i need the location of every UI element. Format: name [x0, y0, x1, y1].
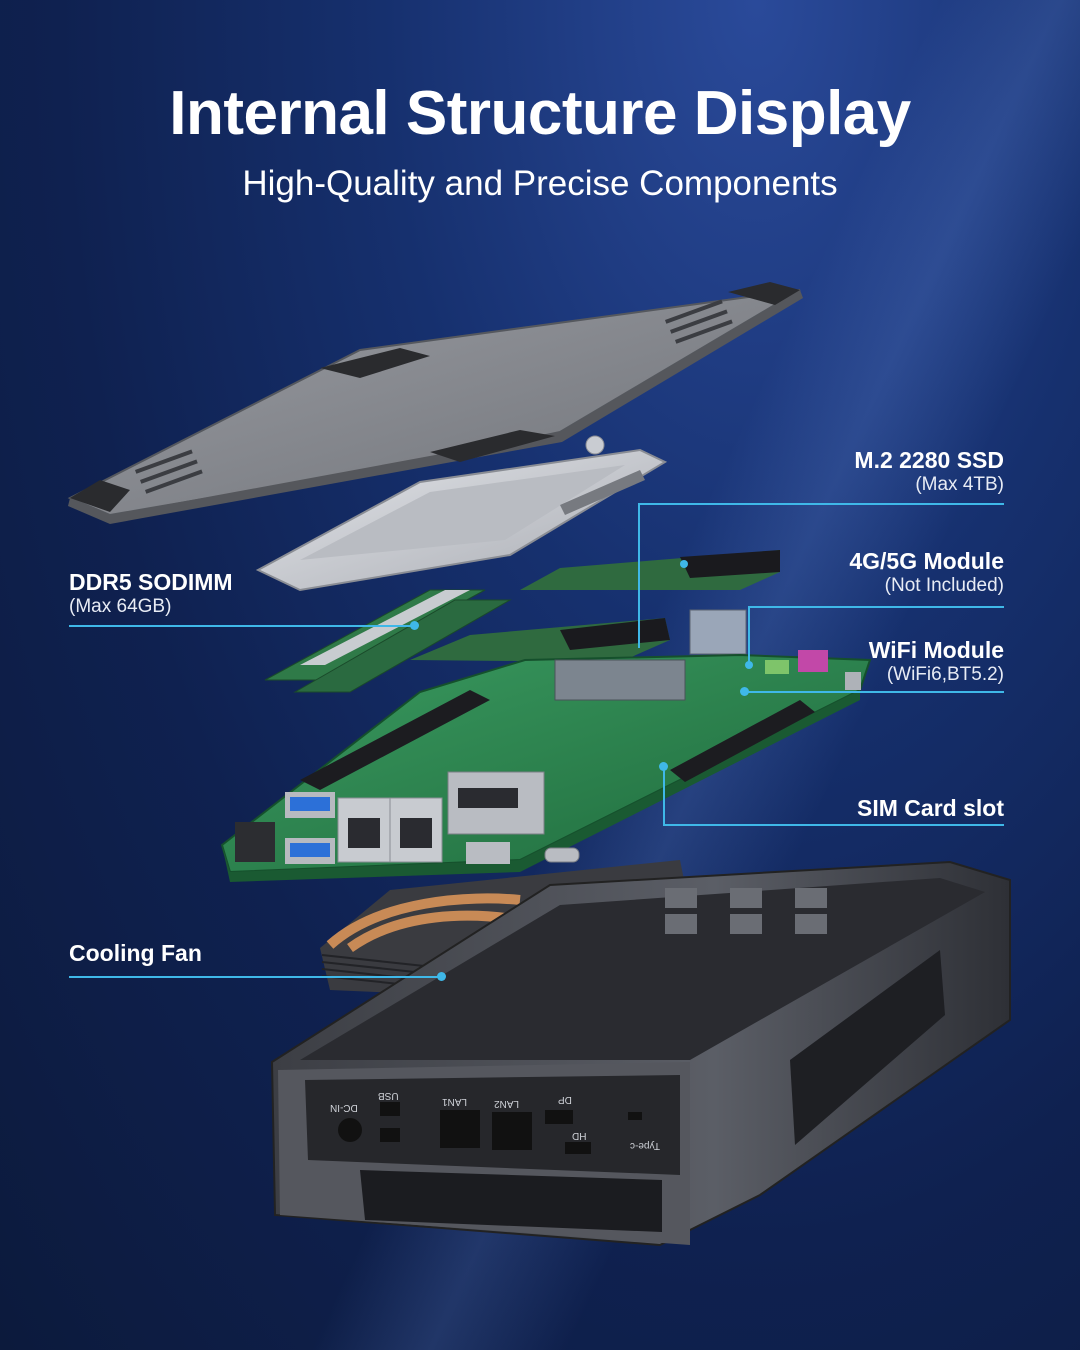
module-leader-drop [748, 606, 750, 666]
chassis [270, 860, 1011, 1247]
ddr5-label: DDR5 SODIMM [69, 569, 233, 595]
wifi-leader-dot [740, 687, 749, 696]
wifi-detail: (WiFi6,BT5.2) [886, 664, 1004, 685]
callout-ssd: M.2 2280 SSD (Max 4TB) [854, 447, 1004, 496]
module-label: 4G/5G Module [849, 548, 1004, 574]
module-leader-line [748, 606, 1004, 608]
fan-leader-dot [437, 972, 446, 981]
callout-cooling-fan: Cooling Fan [69, 940, 202, 967]
fan-leader-line [69, 976, 442, 978]
case-port-dp-label: DP [558, 1094, 572, 1105]
ssd-detail: (Max 4TB) [915, 474, 1004, 495]
page-title: Internal Structure Display [169, 79, 911, 148]
ssd-label: M.2 2280 SSD [854, 447, 1004, 473]
ssd-leader-dot [680, 560, 688, 568]
ddr5-leader-line [69, 625, 414, 627]
ssd-leader-line [638, 503, 1004, 505]
case-port-dcin-label: DC-IN [330, 1102, 358, 1113]
case-port-hd-label: HD [572, 1130, 587, 1141]
ddr5-ram-sticks [264, 589, 512, 693]
case-port-usb-label: USB [378, 1090, 399, 1101]
callout-4g5g-module: 4G/5G Module (Not Included) [849, 548, 1004, 597]
module-detail: (Not Included) [884, 575, 1004, 596]
ddr5-leader-dot [410, 621, 419, 630]
wifi-label: WiFi Module [868, 637, 1004, 663]
callout-ddr5: DDR5 SODIMM (Max 64GB) [69, 569, 233, 618]
case-port-lan2-label: LAN2 [494, 1098, 520, 1109]
module-leader-dot [745, 661, 753, 669]
ssd-leader-drop [638, 503, 640, 648]
ddr5-detail: (Max 64GB) [69, 596, 172, 617]
bottom-plate [67, 282, 803, 524]
case-port-typec-label: Type-c [630, 1140, 661, 1151]
page-subtitle: High-Quality and Precise Components [242, 164, 838, 203]
ssd-caddy [255, 435, 668, 592]
sim-label: SIM Card slot [857, 795, 1004, 821]
sim-leader-drop [663, 766, 665, 826]
sim-leader-dot [659, 762, 668, 771]
fan-label: Cooling Fan [69, 940, 202, 966]
wifi-leader-line [745, 691, 1004, 693]
sim-leader-line [663, 824, 1004, 826]
motherboard [220, 650, 872, 882]
callout-sim-slot: SIM Card slot [857, 795, 1004, 822]
case-port-lan1-label: LAN1 [442, 1096, 468, 1107]
callout-wifi-module: WiFi Module (WiFi6,BT5.2) [869, 637, 1004, 686]
